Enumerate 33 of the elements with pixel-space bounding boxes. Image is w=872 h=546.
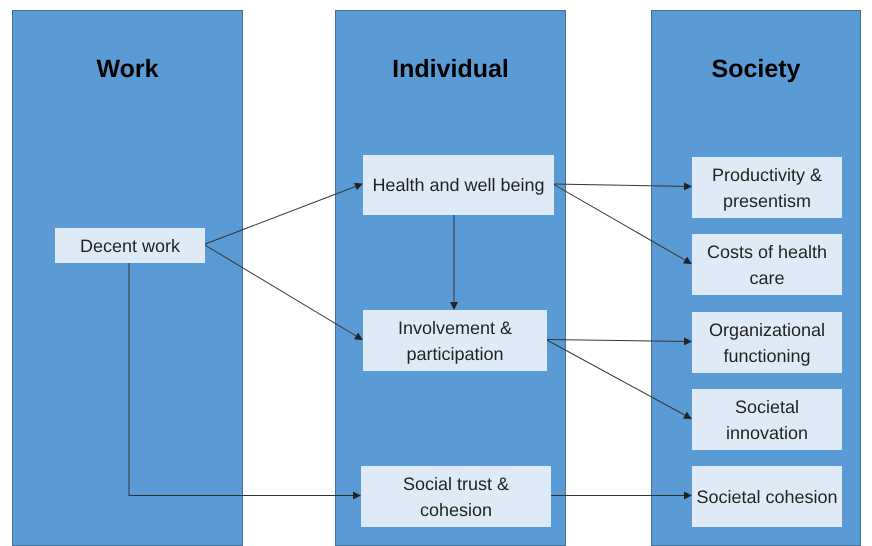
arrow	[552, 182, 692, 190]
process-box	[361, 466, 551, 527]
box-label: Productivity & presentism	[710, 164, 824, 213]
box-label: Organizational functioning	[708, 318, 826, 368]
box-label: Societal cohesion	[696, 486, 838, 508]
process-box	[692, 157, 842, 218]
column-band	[12, 10, 243, 546]
column-heading: Work	[95, 54, 160, 85]
column-heading: Individual	[391, 54, 510, 85]
column-band	[335, 10, 566, 546]
arrow	[546, 339, 692, 419]
arrow	[450, 214, 458, 310]
process-box	[363, 310, 547, 371]
process-box	[692, 312, 842, 373]
arrow	[204, 182, 363, 245]
process-box	[692, 389, 842, 450]
box-label: Decent work	[80, 234, 180, 258]
process-box	[363, 155, 554, 215]
box-label: Health and well being	[372, 174, 545, 197]
box-label: Involvement & participation	[396, 316, 514, 366]
arrow	[550, 492, 692, 500]
process-box	[692, 234, 842, 295]
arrow	[204, 244, 363, 340]
column-band	[651, 10, 861, 546]
arrow	[552, 184, 692, 264]
arrow	[546, 337, 692, 346]
process-box	[55, 228, 205, 263]
box-label: Societal innovation	[724, 396, 810, 444]
arrow	[128, 262, 361, 500]
box-label: Costs of health care	[706, 240, 828, 290]
column-heading: Society	[710, 54, 802, 85]
process-box	[692, 466, 842, 527]
box-label: Social trust & cohesion	[402, 472, 510, 522]
